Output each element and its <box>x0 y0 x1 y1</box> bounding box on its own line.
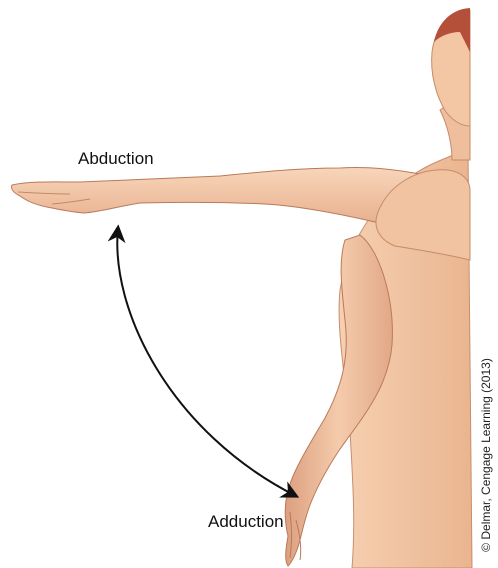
adduction-label: Adduction <box>208 512 284 532</box>
abduction-label: Abduction <box>78 149 154 169</box>
copyright-credit-text: © Delmar, Cengage Learning (2013) <box>479 358 493 552</box>
double-headed-curved-arrow <box>117 228 296 496</box>
